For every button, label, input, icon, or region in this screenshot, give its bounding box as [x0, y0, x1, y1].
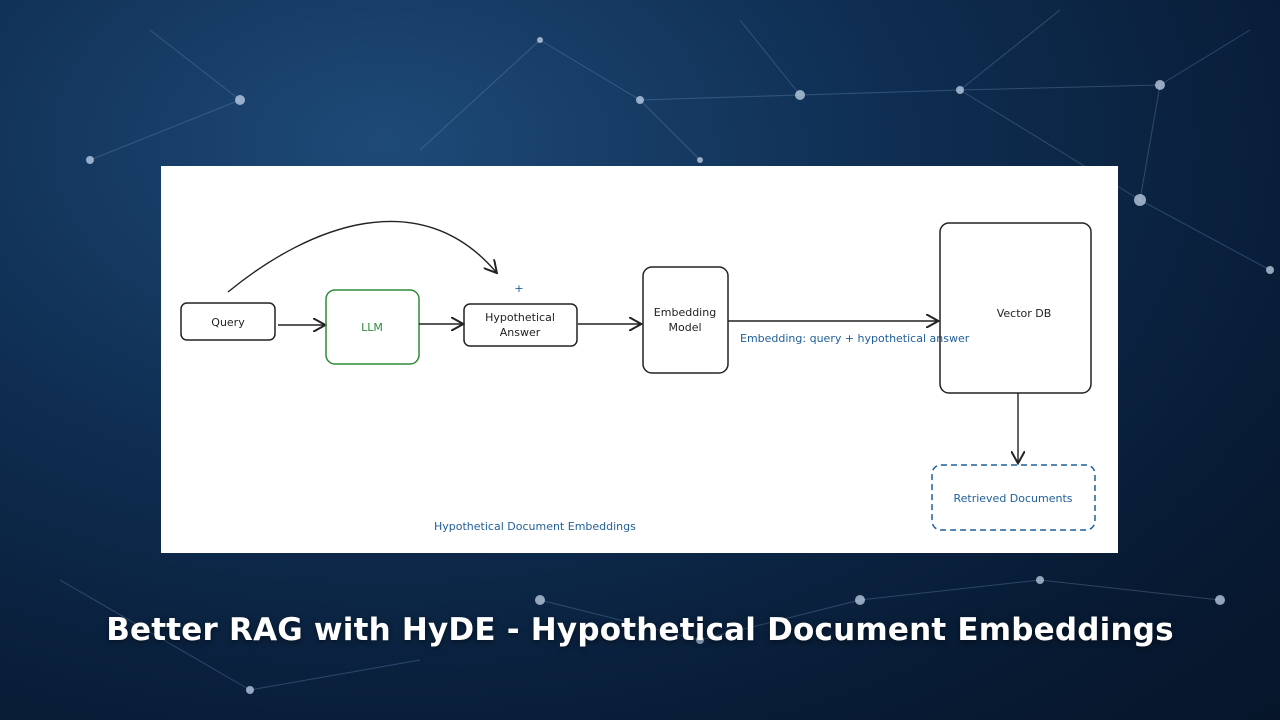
query-label: Query	[211, 316, 245, 329]
embedding-label-line2: Model	[668, 321, 701, 334]
embedding-model-node	[642, 266, 729, 374]
hypothetical-label-line2: Answer	[500, 326, 541, 339]
curve-arrow-query-to-hypothetical	[227, 220, 496, 293]
diagram-caption: Hypothetical Document Embeddings	[434, 520, 636, 533]
llm-label: LLM	[361, 321, 383, 334]
retrieved-documents-node	[931, 464, 1096, 531]
embedding-label-line1: Embedding	[654, 306, 716, 319]
hyde-diagram: + Query LLM Hypothetical Answer Embeddin…	[180, 220, 1096, 533]
vector-db-node	[939, 222, 1092, 394]
query-node	[180, 302, 276, 341]
hypothetical-label-line1: Hypothetical	[485, 311, 555, 324]
diagram-card: + Query LLM Hypothetical Answer Embeddin…	[161, 166, 1118, 553]
video-title: Better RAG with HyDE - Hypothetical Docu…	[106, 612, 1174, 648]
retrieved-documents-label: Retrieved Documents	[953, 492, 1072, 505]
plus-sign: +	[514, 282, 523, 295]
hypothetical-answer-node	[463, 303, 578, 347]
vector-db-label: Vector DB	[997, 307, 1052, 320]
llm-node	[325, 289, 420, 365]
edge-label: Embedding: query + hypothetical answer	[740, 332, 970, 345]
